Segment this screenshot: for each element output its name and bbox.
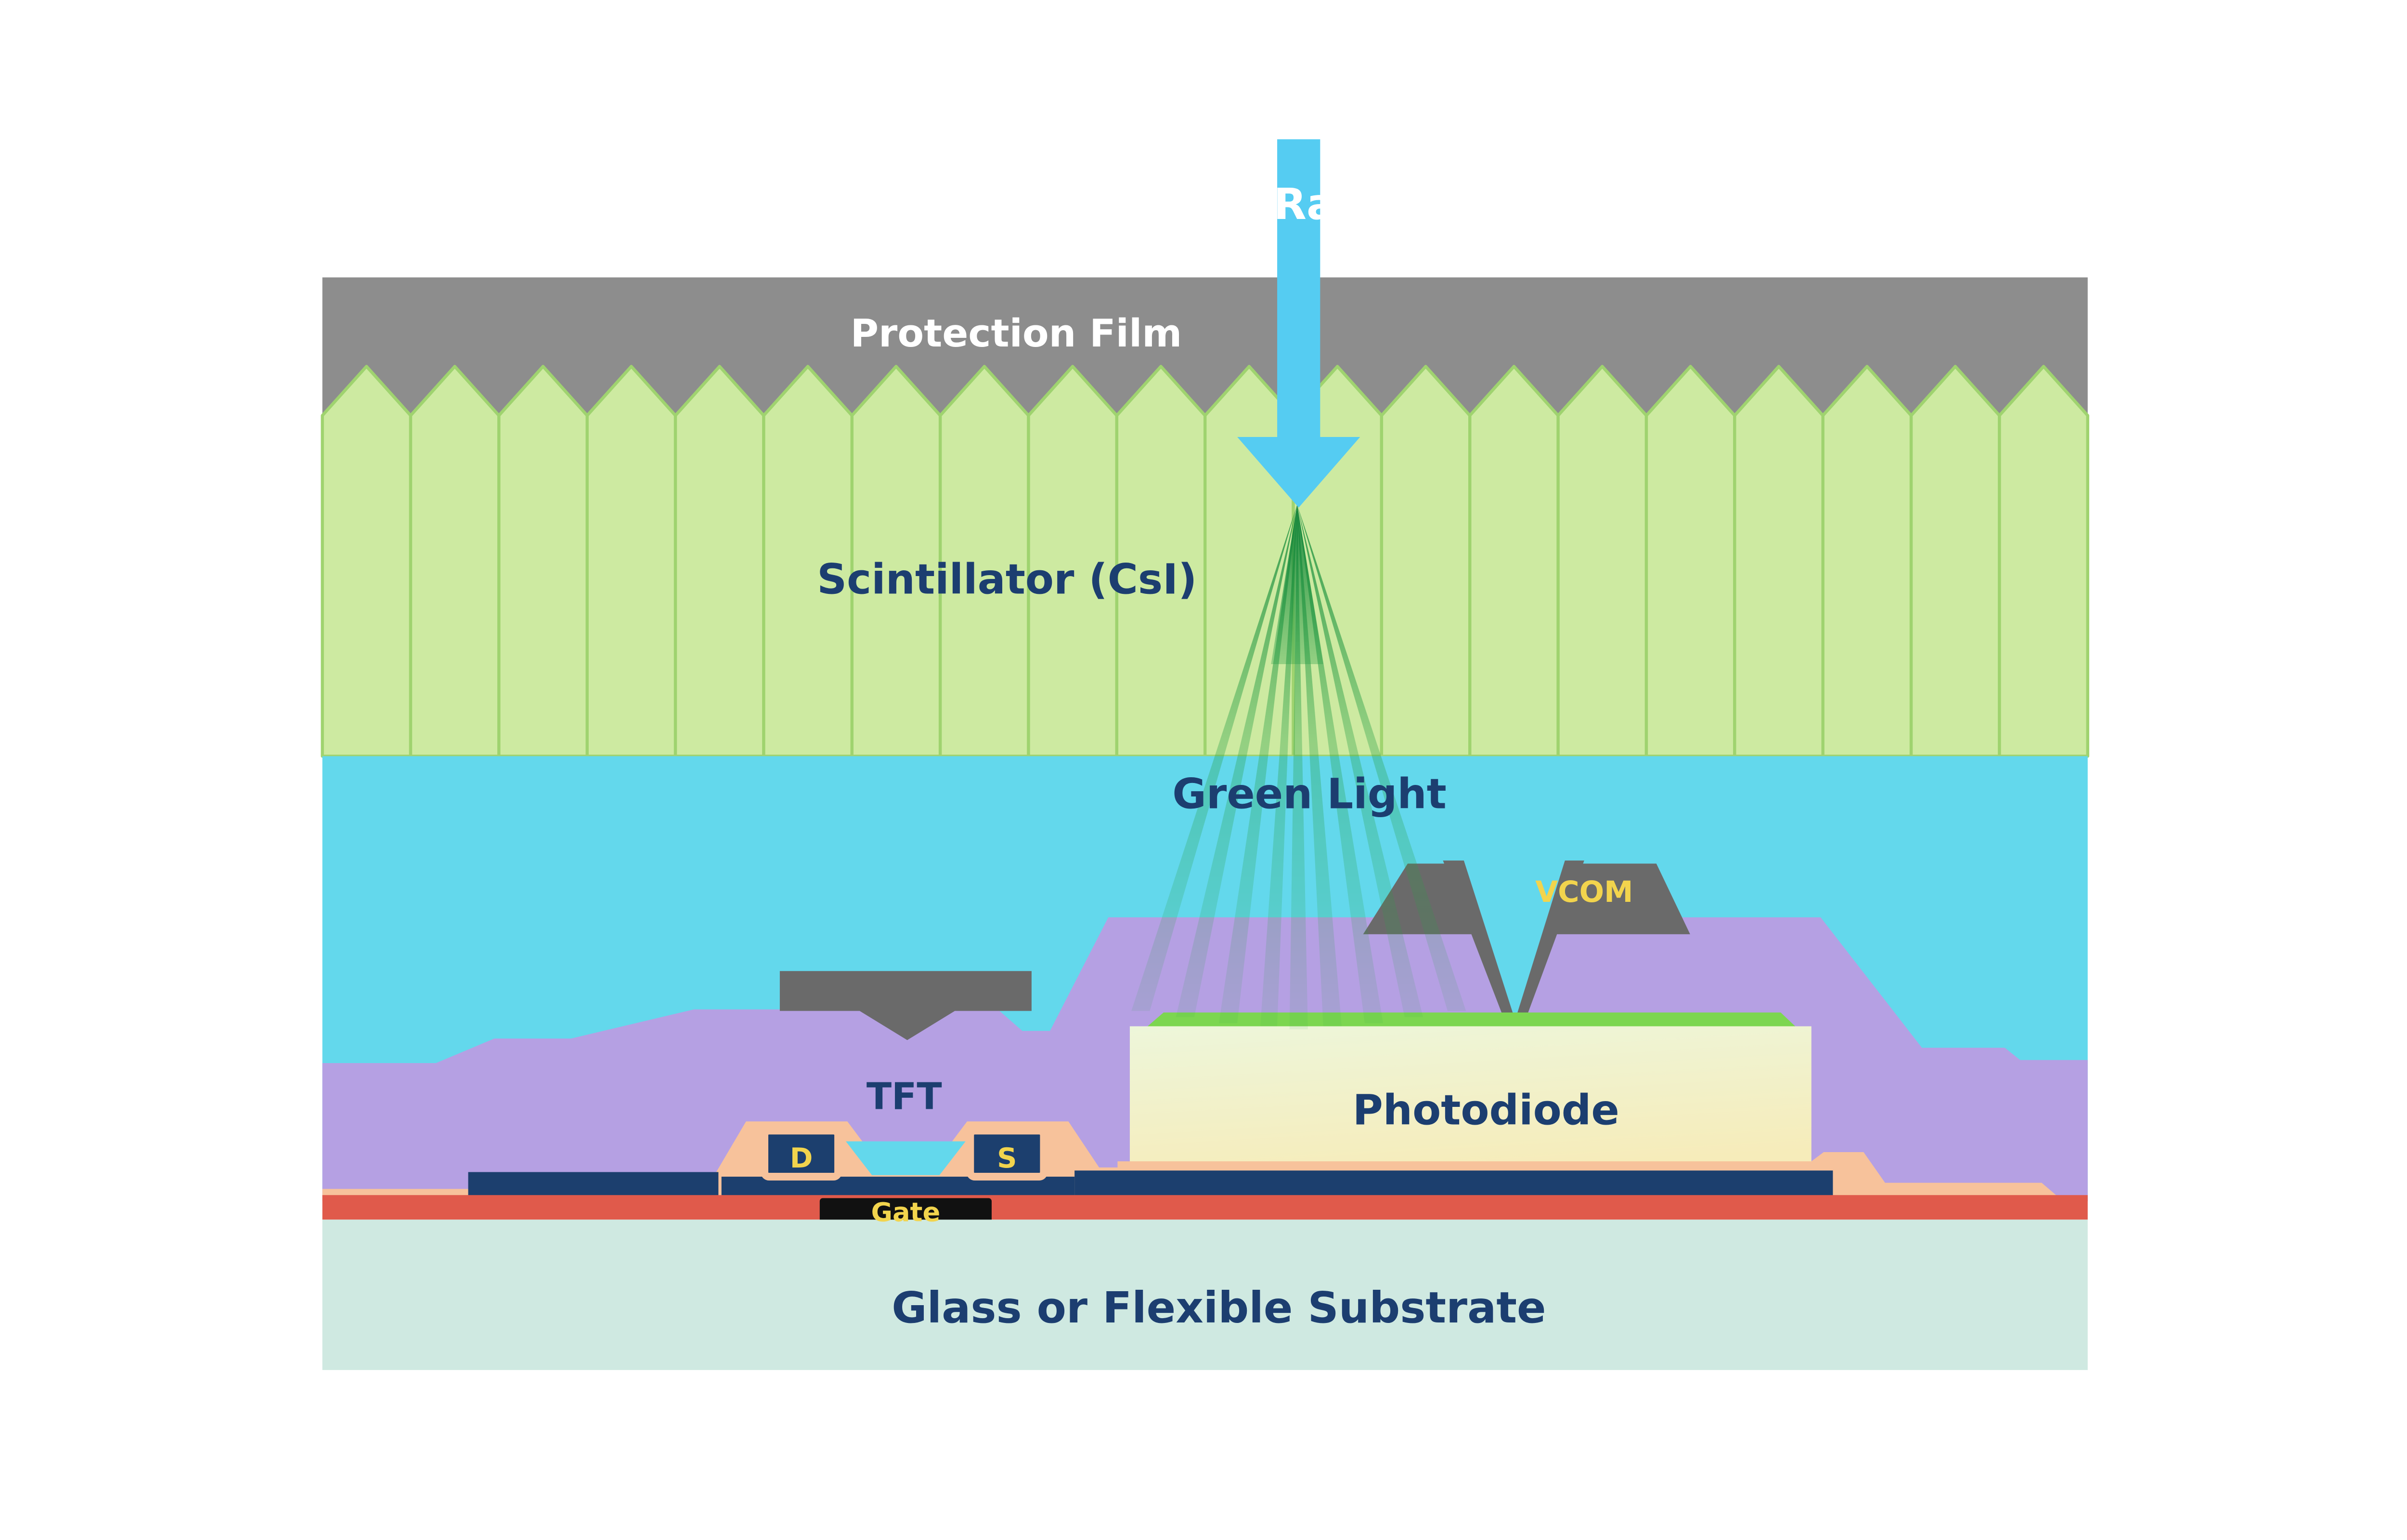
scintillator-column [587,366,675,756]
drain-label: D [790,1142,813,1174]
photodiode-block [1129,1026,1812,1180]
scintillator-column [1558,366,1646,756]
data-line-left [468,1172,719,1197]
scintillator-column [1911,366,1999,756]
tft-channel [846,1141,966,1175]
scintillator-column [1382,366,1470,756]
scintillator-column [1999,366,2087,756]
scintillator-column [1470,366,1558,756]
scintillator-column [411,366,499,756]
vcom-label: VCOM [1535,875,1633,909]
scintillator-column [1646,366,1734,756]
scintillator-column [499,366,587,756]
drain-contact [761,1127,842,1181]
vcom-notch-fill [1461,853,1567,1020]
metal-lines [468,1127,1833,1197]
scintillator-layer [323,366,2088,756]
protection-film-label: Protection Film [851,311,1182,356]
gate-metal [819,1198,992,1224]
scintillator-column [1823,366,1911,756]
source-contact [966,1127,1048,1181]
scintillator-column [1734,366,1823,756]
scintillator-column [323,366,411,756]
tft-label: TFT [867,1076,942,1118]
gate-line-layer [322,1195,2088,1220]
data-line-right [1074,1170,1833,1197]
gate-label: Gate [871,1197,941,1228]
photodiode-label: Photodiode [1353,1087,1619,1135]
protection-film-layer [322,277,2088,419]
substrate-layer [322,1219,2088,1370]
scintillator-column [675,366,764,756]
substrate-label: Glass or Flexible Substrate [892,1283,1546,1333]
green-light-label: Green Light [1172,770,1447,819]
xray-arrow [1237,139,1360,508]
light-shield-electrode [779,971,1032,1040]
source-label: S [997,1142,1017,1174]
scintillator-label: Scintillator (CsI) [817,555,1197,603]
xray-label: X-Ray [1226,180,1362,230]
